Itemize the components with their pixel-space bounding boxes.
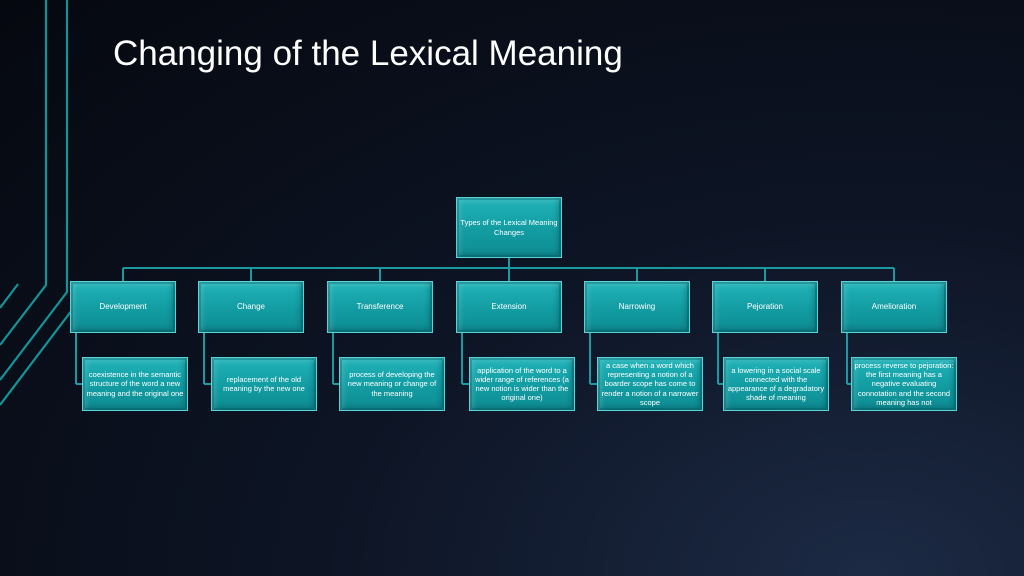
- description-node-narrowing: a case when a word which representing a …: [597, 357, 703, 411]
- root-node: Types of the Lexical Meaning Changes: [456, 197, 562, 258]
- deco-line-outer: [0, 0, 69, 381]
- deco-line-inner: [0, 283, 19, 309]
- type-node-transference: Transference: [327, 281, 433, 333]
- type-node-extension: Extension: [456, 281, 562, 333]
- description-node-extension: application of the word to a wider range…: [469, 357, 575, 411]
- description-node-pejoration: a lowering in a social scale connected w…: [723, 357, 829, 411]
- description-node-transference: process of developing the new meaning or…: [339, 357, 445, 411]
- type-node-change: Change: [198, 281, 304, 333]
- deco-line-middle: [0, 0, 48, 346]
- type-node-pejoration: Pejoration: [712, 281, 818, 333]
- type-node-amelioration: Amelioration: [841, 281, 947, 333]
- description-node-change: replacement of the old meaning by the ne…: [211, 357, 317, 411]
- type-node-development: Development: [70, 281, 176, 333]
- description-node-amelioration: process reverse to pejoration: the first…: [851, 357, 957, 411]
- type-node-narrowing: Narrowing: [584, 281, 690, 333]
- slide-title: Changing of the Lexical Meaning: [113, 34, 623, 73]
- description-node-development: coexistence in the semantic structure of…: [82, 357, 188, 411]
